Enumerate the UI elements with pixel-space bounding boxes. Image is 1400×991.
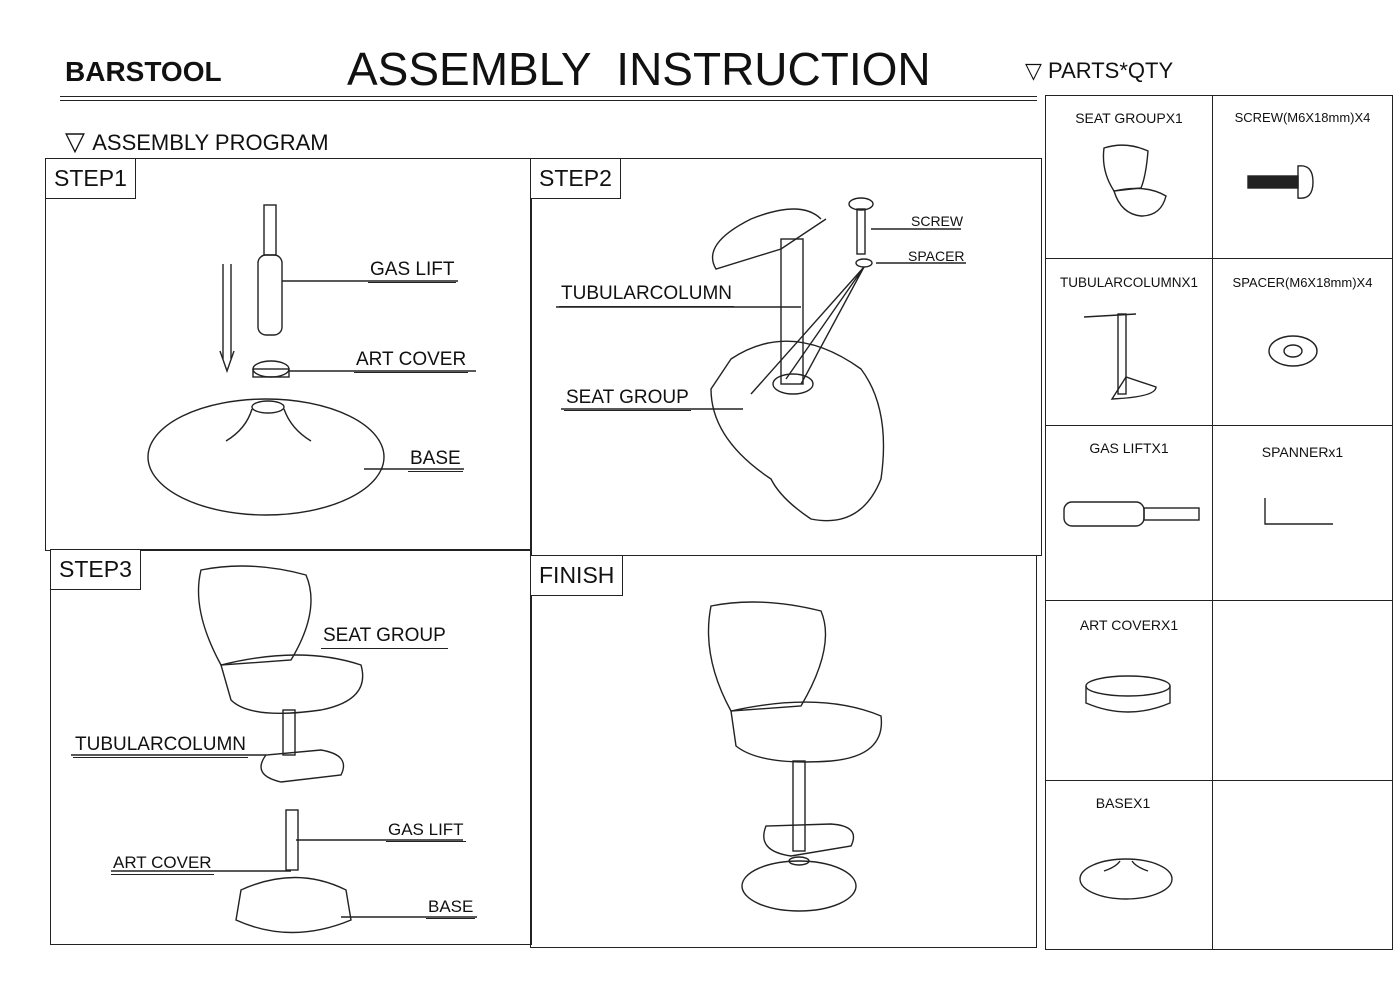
part-cell-art-cover: ART COVERX1 <box>1045 600 1213 781</box>
callout-base: BASE <box>426 897 476 919</box>
art-cover-icon <box>1085 675 1171 713</box>
finish-label: FINISH <box>531 556 624 596</box>
step1-illustration <box>147 204 476 516</box>
part-label: SEAT GROUPX1 <box>1075 110 1183 126</box>
callout-seat-group: SEAT GROUP <box>564 387 691 411</box>
parts-heading: ▽ PARTS*QTY <box>1025 58 1173 84</box>
part-label: GAS LIFTX1 <box>1089 440 1169 456</box>
part-label: ART COVERX1 <box>1079 617 1179 633</box>
step3-panel: STEP3 SEAT GROUP TUBULARCOLUMN GAS LIFT … <box>50 549 532 945</box>
program-heading: ▽ ASSEMBLY PROGRAM <box>65 126 329 157</box>
step1-label: STEP1 <box>46 159 136 199</box>
part-cell-seat-group: SEAT GROUPX1 <box>1045 95 1213 259</box>
triangle-down-icon: ▽ <box>65 126 93 156</box>
callout-tubular-column: TUBULARCOLUMN <box>559 283 735 307</box>
part-label: SPANNERx1 <box>1261 444 1344 460</box>
callout-art-cover: ART COVER <box>354 349 469 373</box>
tubular-column-icon <box>1083 313 1157 400</box>
triangle-down-icon: ▽ <box>1025 58 1049 83</box>
seat-group-icon <box>1102 144 1167 217</box>
part-cell-spanner: SPANNERx1 <box>1212 425 1393 601</box>
part-cell-tubular-column: TUBULARCOLUMNX1 <box>1045 258 1213 426</box>
step3-illustration <box>71 565 477 934</box>
spacer-icon <box>1268 335 1318 367</box>
callout-spacer: SPACER <box>908 248 965 264</box>
finish-panel: FINISH <box>530 555 1037 948</box>
part-label: SCREW(M6X18mm)X4 <box>1234 110 1371 125</box>
callout-gas-lift: GAS LIFT <box>386 820 466 842</box>
callout-screw: SCREW <box>911 213 964 229</box>
callout-tubular-column: TUBULARCOLUMN <box>73 734 249 758</box>
product-name: BARSTOOL <box>65 56 222 87</box>
part-cell-screw: SCREW(M6X18mm)X4 <box>1212 95 1393 259</box>
callout-seat-group: SEAT GROUP <box>321 625 448 649</box>
part-label: TUBULARCOLUMNX1 <box>1059 275 1199 290</box>
part-cell-gas-lift: GAS LIFTX1 <box>1045 425 1213 601</box>
part-cell-base: BASEX1 <box>1045 780 1213 950</box>
callout-base: BASE <box>408 448 463 472</box>
screw-icon <box>1247 165 1314 199</box>
step1-panel: STEP1 GAS LIFT ART COVER BASE <box>45 158 532 551</box>
step2-illustration <box>556 197 966 522</box>
callout-art-cover: ART COVER <box>111 853 214 875</box>
part-cell-empty <box>1212 600 1393 781</box>
gas-lift-icon <box>1063 501 1200 527</box>
base-icon <box>1079 858 1173 900</box>
program-heading-text: ASSEMBLY PROGRAM <box>92 130 329 155</box>
header-rule <box>60 96 1037 101</box>
step3-label: STEP3 <box>51 550 141 590</box>
part-cell-empty <box>1212 780 1393 950</box>
part-label: SPACER(M6X18mm)X4 <box>1232 275 1373 290</box>
part-cell-spacer: SPACER(M6X18mm)X4 <box>1212 258 1393 426</box>
parts-heading-text: PARTS*QTY <box>1048 58 1174 83</box>
page-title: ASSEMBLY INSTRUCTION <box>347 43 931 95</box>
callout-gas-lift: GAS LIFT <box>368 259 457 283</box>
part-label: BASEX1 <box>1095 795 1151 811</box>
finish-illustration <box>707 601 883 912</box>
parts-table: SEAT GROUPX1 SCREW(M6X18mm)X4 TUBULARCOL… <box>1045 95 1393 950</box>
step2-label: STEP2 <box>531 159 621 199</box>
spanner-icon <box>1264 498 1333 525</box>
step2-panel: STEP2 SCREW SPACER TUBULARCOLUMN SEAT GR… <box>530 158 1042 556</box>
